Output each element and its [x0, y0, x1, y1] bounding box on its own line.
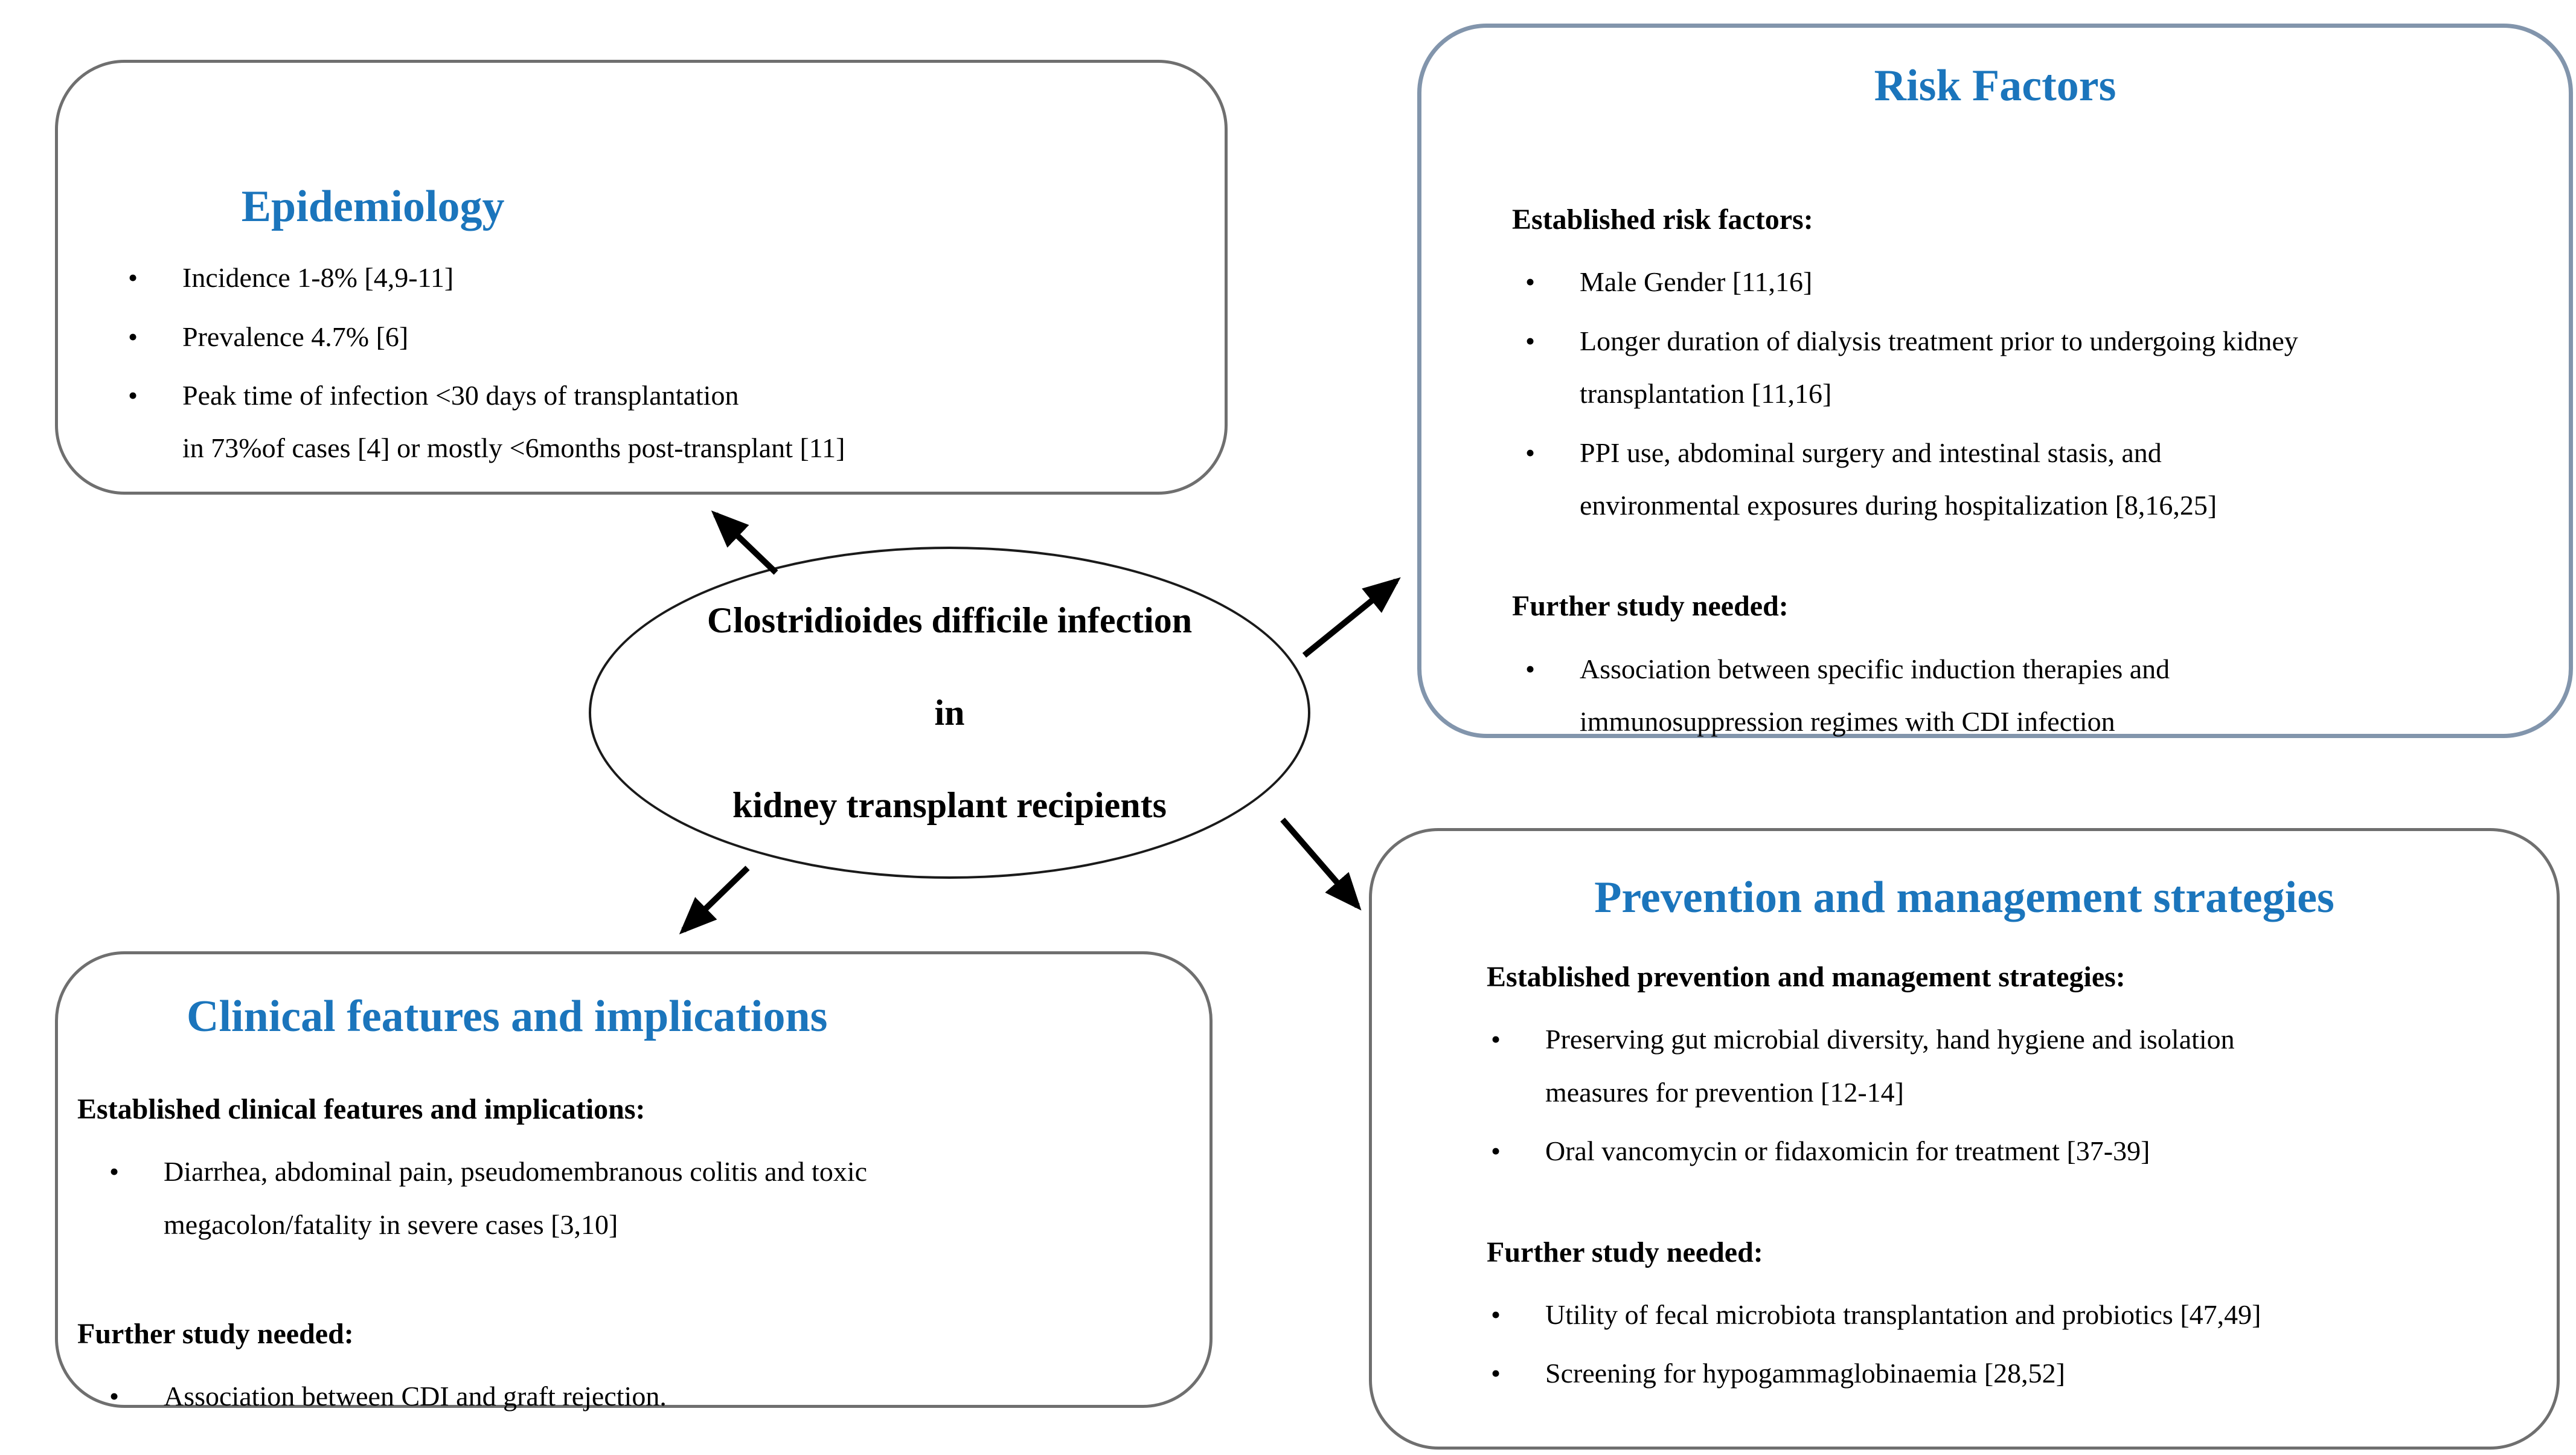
clinical-features-box: Clinical features and implications Estab…	[55, 951, 1213, 1423]
arrow-to-prevention-management	[1280, 817, 1362, 911]
list-item: Screening for hypogammaglobinaemia [28,5…	[1491, 1347, 2533, 1400]
epidemiology-box: Epidemiology Incidence 1-8% [4,9-11] Pre…	[55, 60, 1228, 495]
established-risk-factors-heading: Established risk factors:	[1512, 204, 1813, 236]
further-study-heading: Further study needed:	[1487, 1236, 1763, 1268]
established-clinical-features-heading: Established clinical features and implic…	[77, 1093, 646, 1126]
established-risk-factors-list: Male Gender [11,16] Longer duration of d…	[1421, 255, 2545, 532]
list-item: Prevalence 4.7% [6]	[128, 310, 1200, 364]
list-item: Preserving gut microbial diversity, hand…	[1491, 1013, 2533, 1119]
risk-factors-title: Risk Factors	[1874, 61, 2116, 111]
list-item: Longer duration of dialysis treatment pr…	[1525, 315, 2545, 420]
list-item: Diarrhea, abdominal pain, pseudomembrano…	[109, 1145, 1185, 1251]
center-ellipse: Clostridioides difficile infection in ki…	[589, 547, 1310, 879]
list-item: Association between specific induction t…	[1525, 643, 2545, 748]
prevention-management-title: Prevention and management strategies	[1594, 873, 2334, 922]
clinical-features-title: Clinical features and implications	[187, 992, 828, 1041]
established-clinical-features-list: Diarrhea, abdominal pain, pseudomembrano…	[58, 1145, 1185, 1251]
epidemiology-bullet-list: Incidence 1-8% [4,9-11] Prevalence 4.7% …	[58, 251, 1200, 475]
established-prevention-heading: Established prevention and management st…	[1487, 961, 2126, 994]
list-item: Association between CDI and graft reject…	[109, 1370, 1185, 1423]
further-study-list: Utility of fecal microbiota transplantat…	[1372, 1288, 2533, 1400]
further-study-list: Association between CDI and graft reject…	[58, 1370, 1185, 1423]
risk-factors-box: Risk Factors Established risk factors: M…	[1417, 24, 2573, 738]
further-study-heading: Further study needed:	[1512, 590, 1789, 623]
list-item: Male Gender [11,16]	[1525, 255, 2545, 309]
arrow-to-epidemiology	[711, 510, 778, 575]
prevention-management-box: Prevention and management strategies Est…	[1369, 828, 2560, 1450]
epidemiology-title: Epidemiology	[241, 182, 505, 231]
list-item: PPI use, abdominal surgery and intestina…	[1525, 426, 2545, 532]
arrow-to-clinical-features	[679, 866, 750, 934]
list-item: Oral vancomycin or fidaxomicin for treat…	[1491, 1125, 2533, 1178]
further-study-list: Association between specific induction t…	[1421, 643, 2545, 748]
list-item: Utility of fecal microbiota transplantat…	[1491, 1288, 2533, 1341]
list-item: Peak time of infection <30 days of trans…	[128, 369, 1200, 475]
further-study-heading: Further study needed:	[77, 1318, 354, 1351]
list-item: Incidence 1-8% [4,9-11]	[128, 251, 1200, 304]
arrow-to-risk-factors	[1302, 577, 1401, 658]
center-ellipse-text: Clostridioides difficile infection in ki…	[706, 600, 1193, 825]
established-prevention-list: Preserving gut microbial diversity, hand…	[1372, 1013, 2533, 1178]
